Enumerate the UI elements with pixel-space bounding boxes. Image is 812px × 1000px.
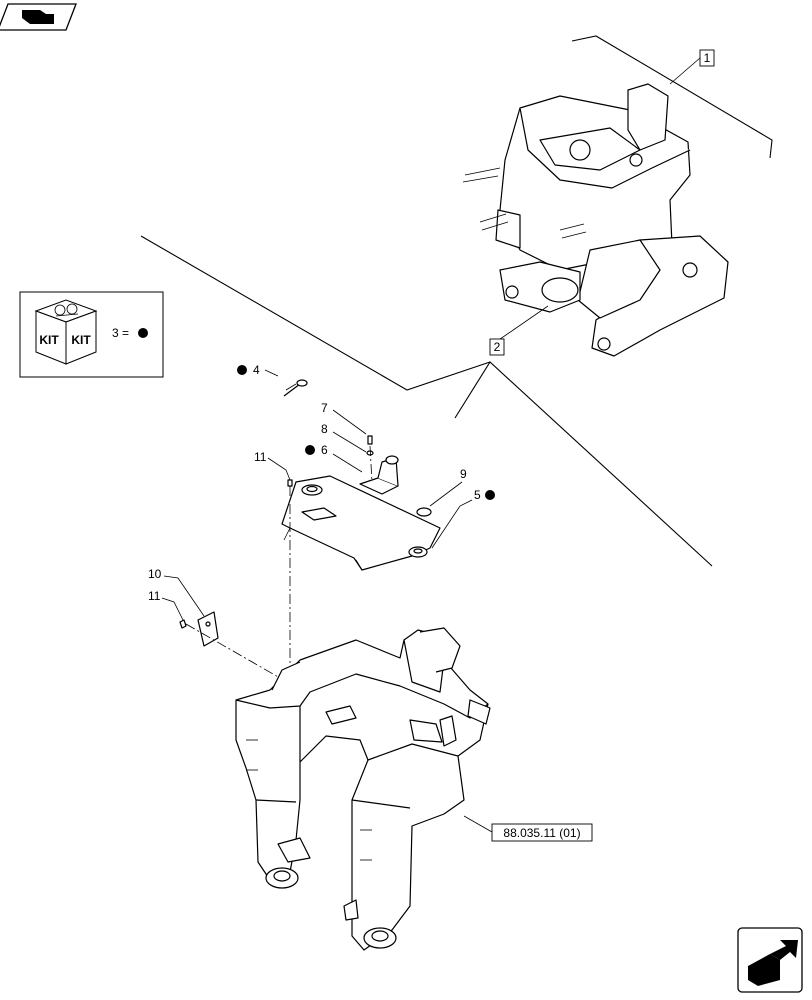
svg-text:5: 5: [474, 488, 481, 502]
callout-9: 9: [416, 467, 467, 517]
svg-text:7: 7: [321, 401, 328, 415]
front-frame: [235, 627, 491, 951]
svg-text:4: 4: [253, 363, 260, 377]
callout-10: 10: [148, 567, 219, 647]
alignment-lines: [185, 445, 373, 679]
callout-11-bottom: 11: [148, 589, 187, 629]
callout-8: 8: [321, 422, 374, 456]
callout-4: 4: [237, 363, 308, 397]
svg-text:6: 6: [321, 443, 328, 457]
book-view-icon[interactable]: [0, 3, 77, 31]
bracket-part: [359, 455, 399, 495]
callout-5: 5: [431, 488, 495, 549]
svg-text:1: 1: [704, 51, 711, 65]
svg-text:KIT: KIT: [39, 333, 59, 347]
reference-callout[interactable]: 88.035.11 (01): [463, 815, 593, 842]
svg-text:88.035.11 (01): 88.035.11 (01): [503, 826, 580, 840]
kit-legend: KIT KIT 3 =: [19, 291, 164, 378]
callout-2: 2: [489, 305, 549, 356]
group-lines: [140, 35, 773, 567]
callout-11-top: 11: [254, 450, 293, 487]
svg-text:9: 9: [460, 467, 467, 481]
callout-7: 7: [321, 401, 373, 445]
svg-text:11: 11: [254, 450, 267, 464]
mounting-plate: [281, 475, 441, 571]
black-dot-icon: [138, 328, 148, 338]
pin-part: [283, 379, 308, 397]
callout-6: 6: [305, 443, 399, 495]
kit-box-icon: KIT KIT: [34, 299, 98, 365]
svg-text:10: 10: [148, 567, 162, 581]
callout-1: 1: [669, 49, 715, 85]
next-page-arrow-icon[interactable]: [737, 927, 803, 993]
hitch-assembly: [462, 83, 729, 357]
svg-text:11: 11: [148, 589, 161, 603]
svg-text:8: 8: [321, 422, 328, 436]
svg-text:3 =: 3 =: [112, 326, 129, 340]
svg-text:KIT: KIT: [71, 333, 91, 347]
svg-text:2: 2: [494, 340, 501, 354]
